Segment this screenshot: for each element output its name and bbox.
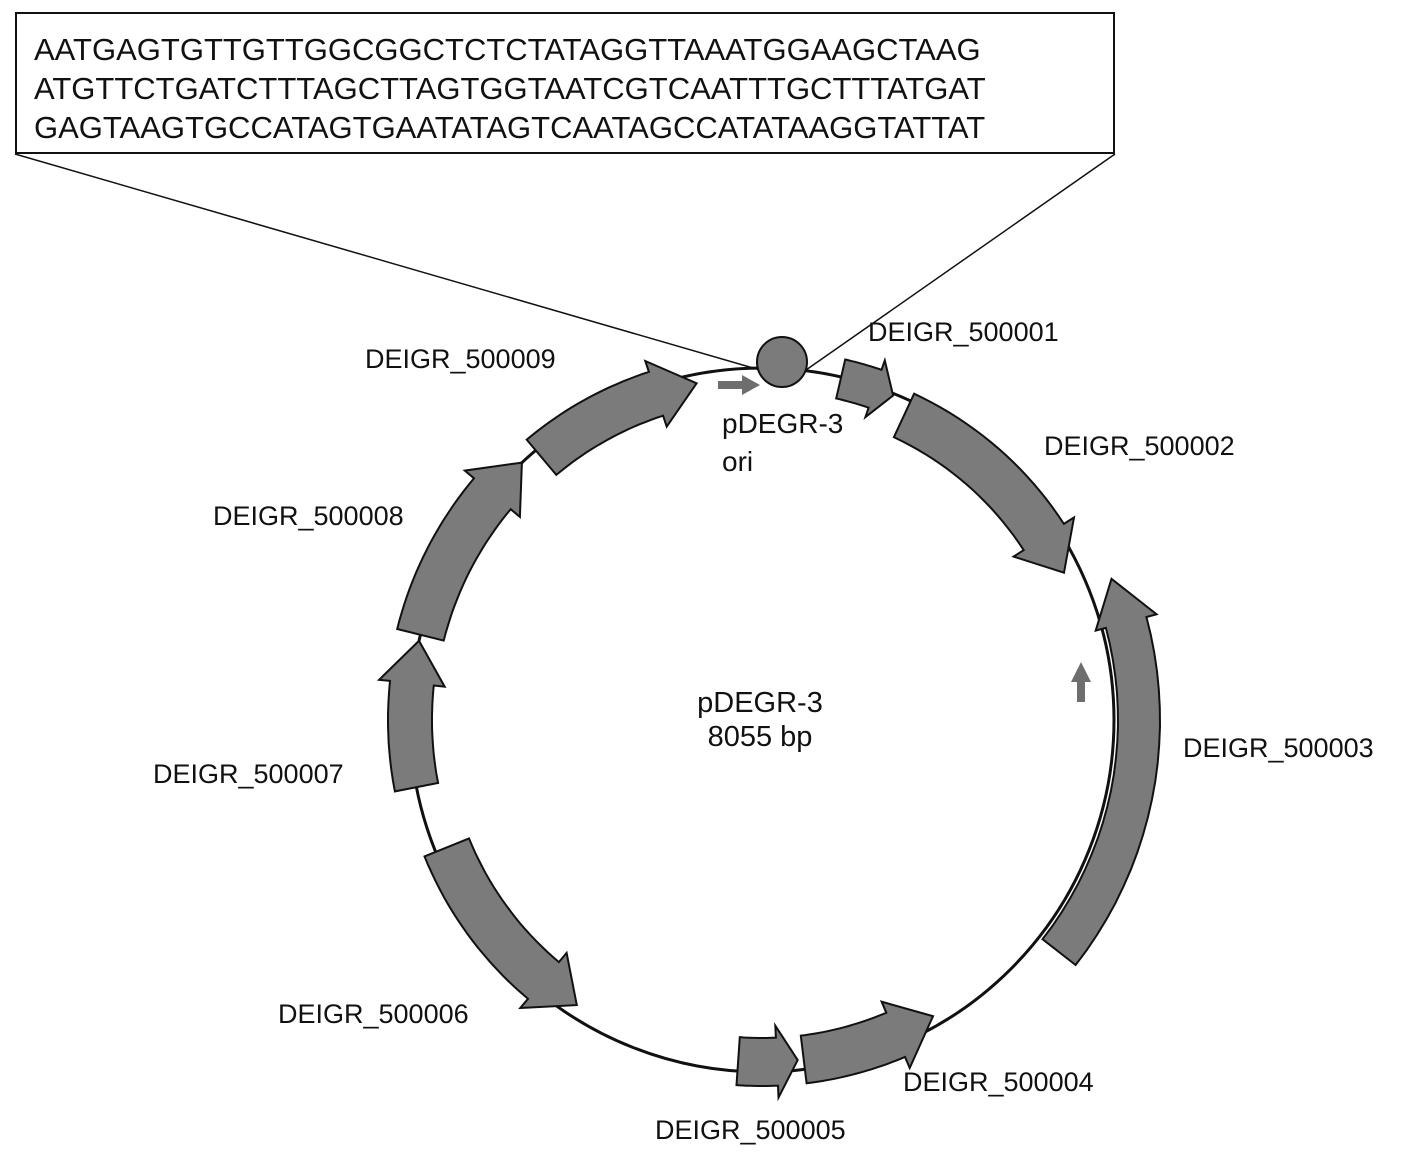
gene-label-500004: DEIGR_500004 — [903, 1067, 1094, 1097]
up-arrow-icon — [1071, 662, 1091, 702]
gene-arrow-deigr_500007 — [376, 639, 447, 793]
gene-label-500005: DEIGR_500005 — [655, 1115, 846, 1145]
gene-arrow-deigr_500003 — [1041, 577, 1162, 967]
plasmid-name: pDEGR-3 — [697, 687, 823, 719]
callout-line-left — [14, 153, 761, 371]
gene-label-500009: DEIGR_500009 — [365, 344, 556, 374]
gene-label-500003: DEIGR_500003 — [1183, 733, 1374, 763]
gene-label-500007: DEIGR_500007 — [153, 759, 344, 789]
ori-label-name: pDEGR-3 — [722, 408, 844, 439]
gene-arrow-deigr_500002 — [892, 392, 1076, 574]
genes-layer — [376, 356, 1162, 1102]
callout-line-right — [805, 153, 1116, 371]
gene-label-500001: DEIGR_500001 — [868, 317, 1059, 347]
gene-arrow-deigr_500001 — [834, 356, 895, 421]
plasmid-size: 8055 bp — [707, 721, 813, 753]
ori-arrow-icon — [718, 375, 760, 395]
sequence-line-3: GAGTAAGTGCCATAGTGAATATAGTCAATAGCCATATAAG… — [34, 110, 986, 145]
gene-arrow-deigr_500005 — [735, 1022, 799, 1102]
gene-arrow-deigr_500004 — [799, 1000, 935, 1085]
gene-arrow-deigr_500006 — [423, 837, 579, 1010]
gene-label-500002: DEIGR_500002 — [1044, 431, 1235, 461]
gene-arrow-deigr_500009 — [525, 359, 699, 477]
sequence-line-1: AATGAGTGTTGTTGGCGGCTCTCTATAGGTTAAATGGAAG… — [34, 32, 981, 67]
ori-label-ori: ori — [722, 446, 754, 477]
gene-label-500006: DEIGR_500006 — [278, 999, 469, 1029]
sequence-box: AATGAGTGTTGTTGGCGGCTCTCTATAGGTTAAATGGAAG… — [15, 12, 1115, 154]
gene-label-500008: DEIGR_500008 — [213, 501, 404, 531]
gene-arrow-deigr_500008 — [395, 461, 523, 642]
ori-marker — [756, 336, 808, 388]
sequence-line-2: ATGTTCTGATCTTTAGCTTAGTGGTAATCGTCAATTTGCT… — [34, 71, 986, 106]
